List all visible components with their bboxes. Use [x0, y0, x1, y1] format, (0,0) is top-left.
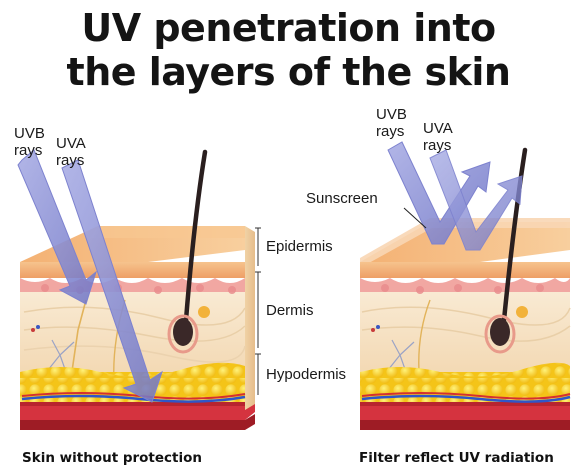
- layer-brackets: [255, 228, 261, 395]
- right-uvb-label: UVB rays: [376, 106, 407, 140]
- left-uva-label: UVA rays: [56, 135, 86, 169]
- left-caption: Skin without protection: [22, 450, 202, 466]
- epidermis-label: Epidermis: [266, 238, 333, 255]
- hypodermis-label: Hypodermis: [266, 366, 346, 383]
- sunscreen-label: Sunscreen: [306, 190, 378, 207]
- dermis-label: Dermis: [266, 302, 314, 319]
- right-uva-label: UVA rays: [423, 120, 453, 154]
- right-caption: Filter reflect UV radiation: [359, 450, 554, 466]
- left-uvb-label: UVB rays: [14, 125, 45, 159]
